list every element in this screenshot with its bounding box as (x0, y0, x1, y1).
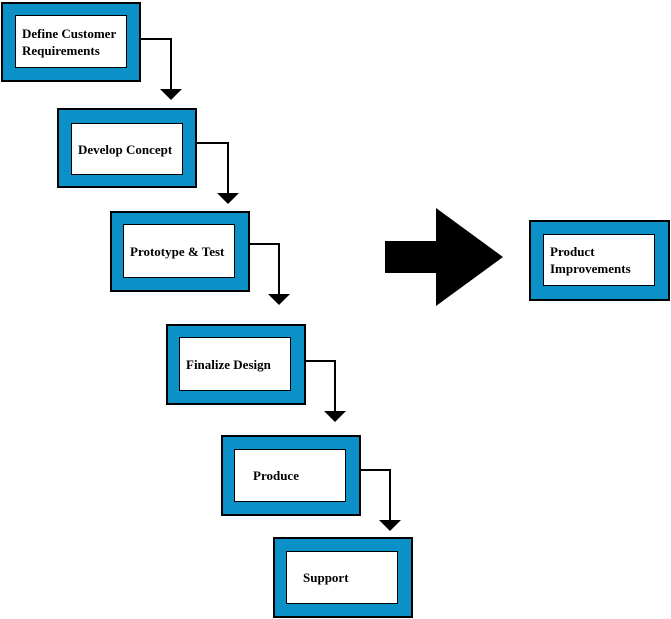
step-box-prototype-and-test: Prototype & Test (110, 211, 250, 292)
connector-arrowhead (379, 520, 401, 531)
step-box-produce: Produce (221, 435, 361, 516)
step-label: Define Customer Requirements (22, 25, 116, 58)
connector-line (305, 360, 336, 412)
step-label-box: Finalize Design (179, 337, 291, 391)
connector-line (197, 142, 229, 194)
step-label: Prototype & Test (130, 243, 225, 259)
connector-line (140, 38, 172, 90)
connector-arrowhead (160, 89, 182, 100)
big-right-arrow-icon (385, 208, 503, 306)
connector-arrowhead (217, 193, 239, 204)
step-label: Produce (253, 468, 299, 483)
connector-line (360, 469, 391, 521)
outcome-label: Product Improvements (550, 244, 631, 276)
step-label-box: Produce (234, 449, 346, 502)
step-box-develop-concept: Develop Concept (57, 108, 197, 188)
step-box-finalize-design: Finalize Design (166, 324, 306, 405)
step-label: Finalize Design (186, 356, 271, 372)
step-box-support: Support (273, 537, 413, 618)
step-label-box: Prototype & Test (123, 224, 235, 278)
step-label-box: Develop Concept (71, 123, 183, 175)
step-label: Develop Concept (78, 141, 173, 157)
connector-line (249, 243, 280, 295)
outcome-box-product-improvements: Product Improvements (529, 220, 670, 301)
step-label-box: Support (286, 551, 398, 604)
outcome-label-box: Product Improvements (543, 234, 655, 286)
step-box-define-customer-requirements: Define Customer Requirements (1, 2, 141, 82)
step-label: Support (303, 570, 349, 585)
connector-arrowhead (324, 411, 346, 422)
connector-arrowhead (268, 294, 290, 305)
step-label-box: Define Customer Requirements (15, 15, 127, 68)
